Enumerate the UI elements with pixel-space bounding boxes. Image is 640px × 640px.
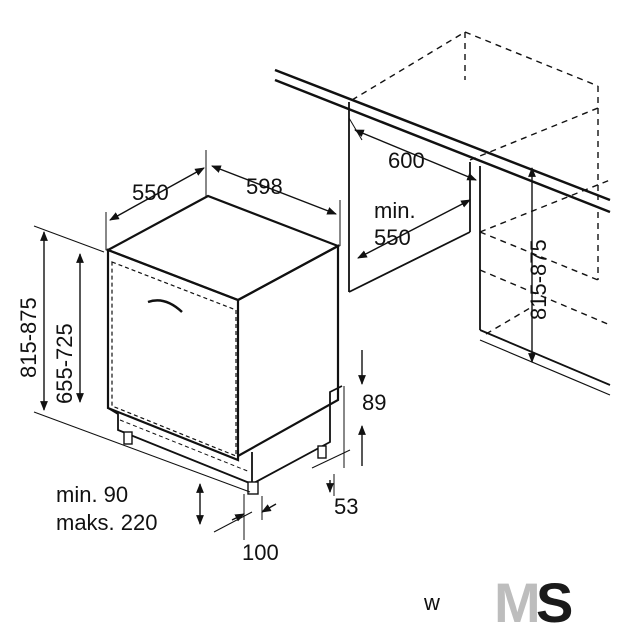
brand-logo: w M S [423, 571, 573, 634]
niche-width-dimension: 600 [348, 117, 477, 181]
dishwasher-body [105, 194, 343, 495]
appliance-depth-label: 550 [132, 180, 169, 205]
appliance-height-label: 815-875 [16, 297, 41, 378]
appliance-width-dimension: 598 [211, 165, 341, 246]
plinth-depth-dimension: 89 [343, 350, 386, 468]
niche-depth-dimension: min. 550 [357, 198, 471, 259]
logo-letter-m: M [494, 571, 541, 634]
logo-small-mark: w [423, 590, 440, 615]
door-gap-label-line1: min. 90 [56, 482, 128, 507]
plinth-depth-label: 89 [362, 390, 386, 415]
appliance-depth-dimension: 550 [105, 150, 207, 250]
door-gap-label-line2: maks. 220 [56, 510, 158, 535]
niche-height-label: 815-875 [526, 239, 551, 320]
appliance-height-dimension: 815-875 [16, 225, 251, 493]
logo-letter-s: S [536, 571, 573, 634]
foot-height-dimension: 53 [311, 449, 358, 519]
door-height-dimension: 655-725 [52, 253, 84, 404]
niche-width-label: 600 [388, 148, 425, 173]
door-gap-dimension: min. 90 maks. 220 [56, 482, 204, 535]
niche-depth-label-line1: min. [374, 198, 416, 223]
foot-height-label: 53 [334, 494, 358, 519]
foot-offset-dimension: 100 [213, 494, 279, 565]
door-height-label: 655-725 [52, 323, 77, 404]
foot-offset-label: 100 [242, 540, 279, 565]
appliance-width-label: 598 [246, 174, 283, 199]
cabinet-niche [274, 31, 611, 396]
niche-height-dimension: 815-875 [526, 167, 551, 363]
niche-depth-label-line2: 550 [374, 225, 411, 250]
